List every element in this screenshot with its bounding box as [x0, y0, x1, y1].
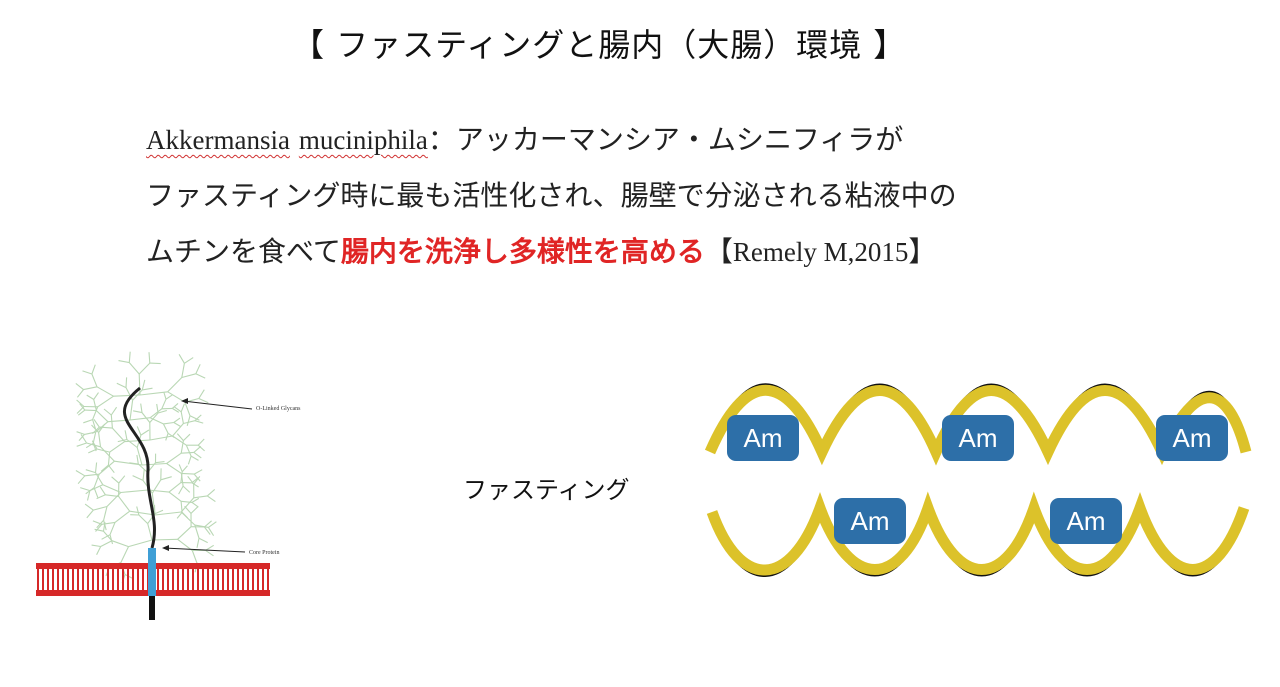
highlight-text: 腸内を洗浄し多様性を高める [340, 235, 705, 268]
citation-open: 【 [704, 235, 733, 268]
wave-bottom [706, 491, 1250, 576]
glycans-label: O-Linked Glycans [256, 406, 301, 412]
protein-label: Core Protein [249, 550, 280, 556]
bacterium-top-3: Am [1156, 415, 1228, 461]
bacterium-top-2: Am [942, 415, 1014, 461]
line3-start: ムチンを食べて [146, 235, 341, 268]
species-name-genus: Akkermansia [146, 125, 290, 155]
citation: Remely M,2015 [732, 237, 909, 267]
glycans-pointer-arrowhead [181, 398, 188, 404]
paragraph-line-3: ムチンを食べて腸内を洗浄し多様性を高める【Remely M,2015】 [146, 224, 1186, 280]
glycan-branches [75, 351, 217, 584]
bacterium-bottom-2: Am [1050, 498, 1122, 544]
species-name-epithet: muciniphila [298, 125, 428, 155]
mucin-illustration: O-Linked Glycans Core Protein [36, 351, 301, 620]
bacterium-label: Am [959, 423, 998, 453]
mucus-wave-bottom [706, 491, 1250, 577]
protein-pointer-line [163, 547, 246, 553]
core-protein-blue [148, 548, 156, 596]
bacterium-bottom-1: Am [834, 498, 906, 544]
bacterium-label: Am [744, 423, 783, 453]
protein-pointer-arrowhead [162, 545, 169, 551]
description-paragraph: Akkermansia muciniphila：アッカーマンシア・ムシニフィラが… [146, 112, 1186, 280]
fasting-arrow-label: ファスティング [463, 476, 630, 504]
paragraph-line-1: Akkermansia muciniphila：アッカーマンシア・ムシニフィラが [146, 112, 1186, 168]
page-title: 【 ファスティングと腸内（大腸）環境 】 [292, 26, 907, 64]
paragraph-line-2: ファスティング時に最も活性化され、腸壁で分泌される粘液中の [146, 179, 957, 212]
bacterium-top-1: Am [727, 415, 799, 461]
citation-close: 】 [908, 235, 937, 268]
bacterium-label: Am [851, 506, 890, 536]
core-protein-tail [149, 596, 155, 620]
core-protein-strand [123, 386, 156, 549]
bacterium-label: Am [1173, 423, 1212, 453]
species-katakana: ：アッカーマンシア・ムシニフィラが [427, 123, 904, 156]
bacterium-label: Am [1067, 506, 1106, 536]
glycans-pointer-line [182, 400, 253, 410]
